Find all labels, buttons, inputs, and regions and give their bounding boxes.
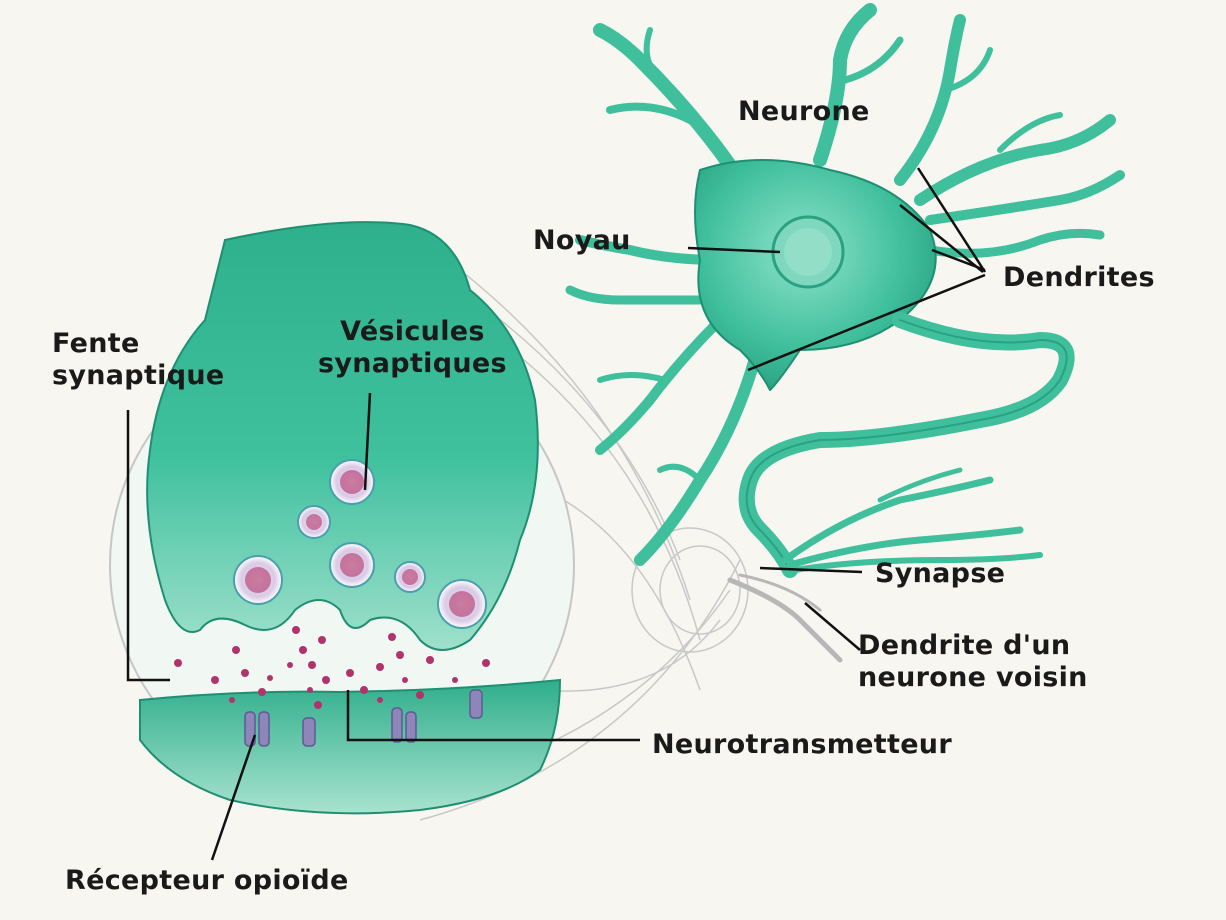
- label-vesicules-line2: synaptiques: [318, 348, 507, 380]
- label-synapse: Synapse: [875, 558, 1005, 590]
- label-dendrites: Dendrites: [1003, 262, 1155, 294]
- synapse-magnified: [110, 222, 574, 813]
- label-vesicules-line1: Vésicules: [318, 316, 507, 348]
- label-dendrite-voisin-line1: Dendrite d'un: [858, 630, 1088, 662]
- label-neurotransmetteur: Neurotransmetteur: [652, 729, 952, 761]
- label-neurone: Neurone: [738, 96, 870, 128]
- label-noyau: Noyau: [533, 225, 631, 257]
- postsynaptic-membrane: [140, 680, 560, 813]
- label-dendrite-voisin: Dendrite d'un neurone voisin: [858, 630, 1088, 694]
- label-dendrite-voisin-line2: neurone voisin: [858, 662, 1088, 694]
- label-fente-line2: synaptique: [52, 360, 224, 392]
- label-fente-line1: Fente: [52, 328, 224, 360]
- label-vesicules: Vésicules synaptiques: [318, 316, 507, 380]
- label-recepteur: Récepteur opioïde: [65, 865, 349, 897]
- label-fente: Fente synaptique: [52, 328, 224, 392]
